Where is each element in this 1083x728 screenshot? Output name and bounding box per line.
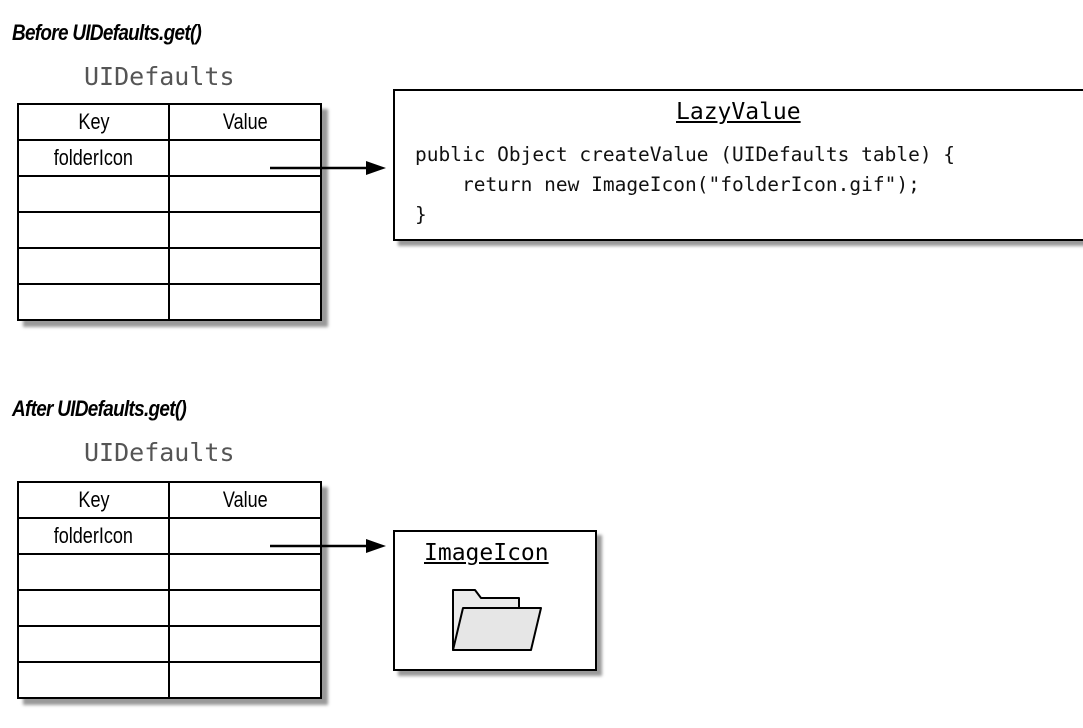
key-column-header: Key xyxy=(17,103,170,141)
lazyvalue-title: LazyValue xyxy=(676,99,801,125)
key-column-header: Key xyxy=(17,481,170,519)
table-row xyxy=(17,625,322,663)
value-cell xyxy=(168,247,322,285)
table-row xyxy=(17,211,322,249)
table-row: folderIcon xyxy=(17,139,322,177)
key-cell: folderIcon xyxy=(17,517,170,555)
imageicon-title: ImageIcon xyxy=(424,540,549,566)
table-row xyxy=(17,589,322,627)
key-cell xyxy=(17,175,170,213)
table-row xyxy=(17,247,322,285)
key-cell xyxy=(17,247,170,285)
table-row xyxy=(17,175,322,213)
value-cell xyxy=(168,661,322,699)
key-cell xyxy=(17,625,170,663)
value-column-header: Value xyxy=(168,103,322,141)
table-header-row: Key Value xyxy=(17,103,322,141)
value-column-header: Value xyxy=(168,481,322,519)
lazyvalue-box: LazyValue public Object createValue (UID… xyxy=(393,89,1083,241)
before-reference-arrow xyxy=(270,161,386,175)
key-cell xyxy=(17,589,170,627)
value-cell xyxy=(168,553,322,591)
table-row: folderIcon xyxy=(17,517,322,555)
value-cell xyxy=(168,211,322,249)
value-cell xyxy=(168,139,322,177)
code-line: } xyxy=(415,203,427,226)
key-cell xyxy=(17,211,170,249)
value-cell xyxy=(168,283,322,321)
after-table-title: UIDefaults xyxy=(84,438,235,467)
key-cell xyxy=(17,283,170,321)
before-heading: Before UIDefaults.get() xyxy=(12,20,202,45)
after-reference-arrow xyxy=(270,539,386,553)
table-row xyxy=(17,283,322,321)
table-row xyxy=(17,553,322,591)
after-heading: After UIDefaults.get() xyxy=(12,396,187,421)
value-cell xyxy=(168,175,322,213)
value-cell xyxy=(168,517,322,555)
folder-icon xyxy=(452,589,542,651)
value-cell xyxy=(168,625,322,663)
code-line: public Object createValue (UIDefaults ta… xyxy=(415,143,956,166)
key-cell xyxy=(17,661,170,699)
before-table-title: UIDefaults xyxy=(84,62,235,91)
value-cell xyxy=(168,589,322,627)
table-header-row: Key Value xyxy=(17,481,322,519)
imageicon-box: ImageIcon xyxy=(393,530,597,671)
after-uidefaults-table: Key Value folderIcon xyxy=(17,481,322,699)
before-uidefaults-table: Key Value folderIcon xyxy=(17,103,322,321)
table-row xyxy=(17,661,322,699)
key-cell: folderIcon xyxy=(17,139,170,177)
code-line: return new ImageIcon("folderIcon.gif"); xyxy=(415,173,920,196)
key-cell xyxy=(17,553,170,591)
